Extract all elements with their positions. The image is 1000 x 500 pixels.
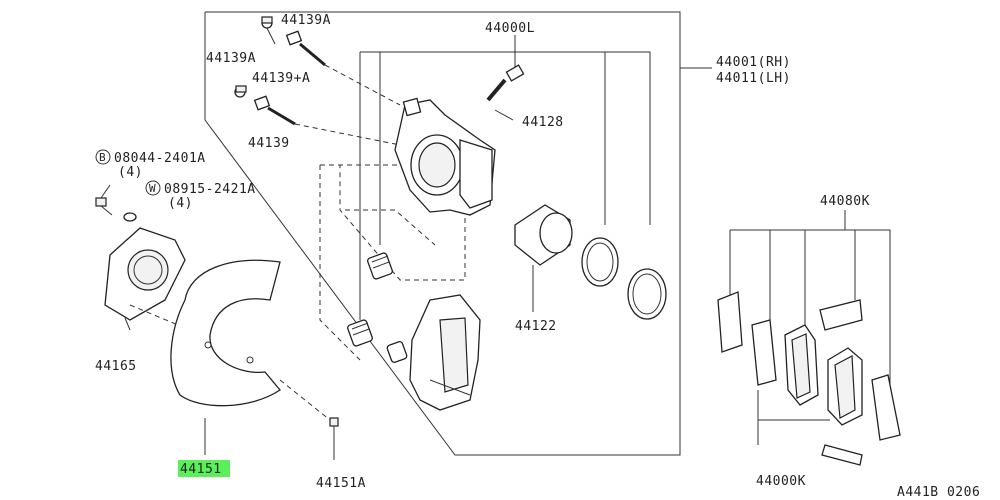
label-baffle-plate: 44151 <box>180 462 222 477</box>
baffle-plate <box>170 259 281 407</box>
label-seal-kit: 44000K <box>756 474 806 489</box>
label-washer-w-qty: (4) <box>168 196 193 211</box>
brake-pad-shim-outer <box>717 291 743 353</box>
label-bolt-b: 08044-2401A <box>114 151 206 166</box>
label-bolt-mid: 44139A <box>206 51 256 66</box>
label-adapter: 44165 <box>95 359 137 374</box>
piston <box>514 204 573 266</box>
brake-pad-inner <box>827 347 863 426</box>
circle-b-icon: B <box>95 149 111 165</box>
svg-text:B: B <box>99 151 106 164</box>
bolt-44139a-top <box>261 16 276 45</box>
dust-boot <box>627 268 667 320</box>
label-bolt-b-qty: (4) <box>118 165 143 180</box>
baffle-screw <box>329 417 339 460</box>
circle-w-icon: W <box>145 180 161 196</box>
caliper-body <box>394 97 496 216</box>
adapter-plate <box>104 227 186 321</box>
svg-text:W: W <box>149 182 156 195</box>
label-piston: 44122 <box>515 319 557 334</box>
label-pin: 44139 <box>248 136 290 151</box>
brake-pad-shim-inner <box>751 319 777 386</box>
label-assy-lh: 44011(LH) <box>716 71 791 86</box>
bolt-b <box>95 197 113 216</box>
label-baffle-screw: 44151A <box>316 476 366 491</box>
pin-boot-upper <box>367 252 393 280</box>
label-highlight <box>178 460 230 477</box>
label-caliper-assy: 44000L <box>485 21 535 36</box>
label-bleeder: 44128 <box>522 115 564 130</box>
piston-seal <box>581 237 619 287</box>
pin-44139a <box>285 30 326 67</box>
label-assy-rh: 44001(RH) <box>716 55 791 70</box>
pin-boot-lower <box>347 319 373 347</box>
caliper-group-frame <box>204 11 681 456</box>
pad-clip-small <box>821 444 863 466</box>
label-pin-a: 44139+A <box>252 71 310 86</box>
brake-pad-outer <box>784 324 819 406</box>
washer-w <box>123 212 137 222</box>
bolt-44139a-mid <box>234 85 247 98</box>
caliper-bracket <box>409 294 481 411</box>
pin-44139 <box>253 95 296 126</box>
bleeder-screw <box>486 64 525 102</box>
pin-boot-small <box>386 341 408 363</box>
label-washer-w: 08915-2421A <box>164 182 256 197</box>
label-pad-kit: 44080K <box>820 194 870 209</box>
label-figure-code: A441B 0206 <box>897 485 980 500</box>
anti-rattle-clip <box>819 299 863 331</box>
label-bolt-top: 44139A <box>281 13 331 28</box>
pad-shim-right <box>871 374 901 441</box>
